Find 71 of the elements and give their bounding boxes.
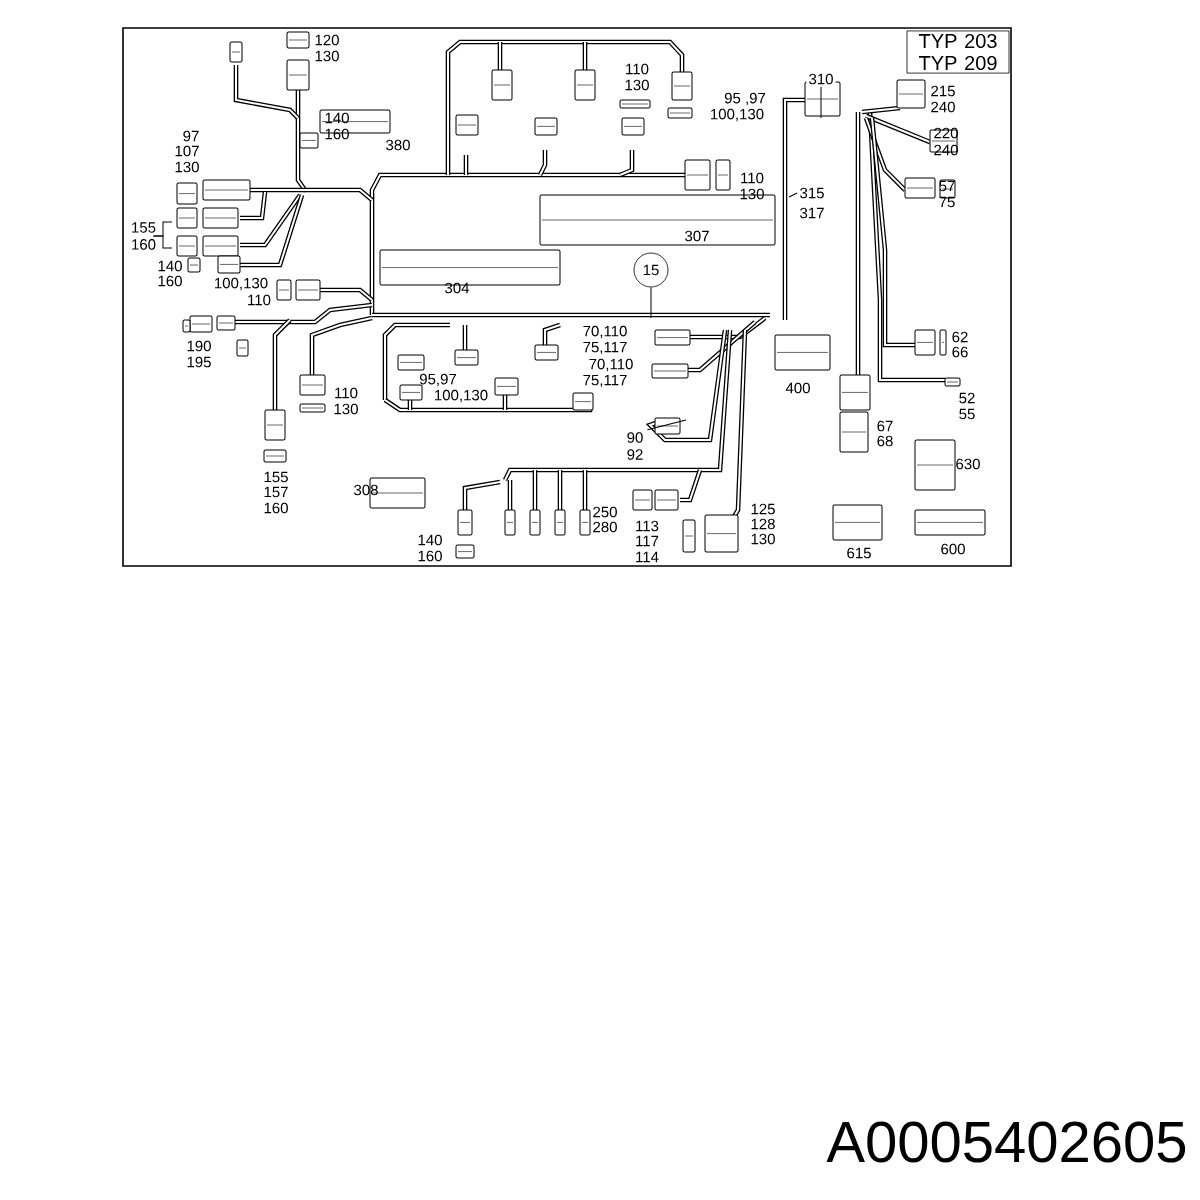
callout-number: 114 bbox=[636, 551, 659, 563]
callout-number: 67 bbox=[877, 420, 893, 432]
callout-number: 615 bbox=[847, 547, 871, 559]
callout-number: 95 ,97 bbox=[724, 92, 766, 106]
callout-number: 630 bbox=[956, 458, 980, 470]
callout-number: 95,97 bbox=[419, 373, 456, 387]
callout-number: 110 bbox=[741, 172, 764, 184]
leader-line bbox=[650, 286, 652, 319]
callout-number: 75,117 bbox=[583, 374, 627, 388]
callout-number: 107 bbox=[175, 145, 199, 157]
callout-number: 157 bbox=[264, 486, 288, 498]
callout-number: 130 bbox=[740, 188, 764, 200]
callout-number: 68 bbox=[877, 435, 893, 447]
callout-number: 220 bbox=[934, 127, 958, 139]
callout-number: 70,110 bbox=[589, 358, 633, 372]
callout-number: 130 bbox=[625, 79, 649, 91]
callout-number: 160 bbox=[264, 502, 288, 514]
callout-number: 240 bbox=[931, 101, 955, 113]
callout-number: 125 bbox=[751, 503, 775, 515]
callout-number: 140 bbox=[158, 260, 182, 272]
callout-number: 75 bbox=[939, 196, 955, 208]
callout-number: 140 bbox=[418, 534, 442, 546]
callout-number: 70,110 bbox=[583, 325, 627, 339]
callout-number: 57 bbox=[939, 180, 955, 192]
callout-number: 140 bbox=[325, 112, 349, 124]
leader-line bbox=[820, 86, 822, 119]
callout-number: 160 bbox=[325, 128, 349, 140]
leader-line bbox=[152, 235, 173, 249]
callout-number: 160 bbox=[418, 550, 442, 562]
callout-number: 308 bbox=[354, 484, 378, 496]
callout-number: 55 bbox=[959, 408, 975, 420]
callout-number: 155 160 bbox=[129, 220, 156, 252]
callout-number: 75,117 bbox=[583, 341, 627, 355]
callout-number: 130 bbox=[175, 161, 199, 173]
callout-number: 130 bbox=[334, 403, 358, 415]
callout-number: 250 bbox=[593, 506, 617, 518]
callout-number: 155 bbox=[264, 471, 288, 483]
callout-number: 310 bbox=[806, 71, 836, 87]
callout-number: 66 bbox=[952, 346, 968, 358]
callout-number: 100,130 bbox=[215, 277, 268, 291]
callout-number: 62 bbox=[952, 331, 968, 343]
callout-number: 110 bbox=[335, 387, 358, 399]
callout-number: 130 bbox=[751, 533, 775, 545]
callout-number: 195 bbox=[187, 356, 211, 368]
callout-number: 117 bbox=[636, 535, 659, 547]
callout-number: 113 bbox=[636, 520, 659, 532]
callout-number: 52 bbox=[959, 392, 975, 404]
callout-number: 100,130 bbox=[435, 389, 488, 403]
leader-line bbox=[646, 419, 687, 431]
callout-number: 100,130 bbox=[711, 108, 764, 122]
callout-number: 97 bbox=[183, 130, 199, 142]
callout-number: 120 bbox=[315, 34, 339, 46]
callout-number: 90 92 bbox=[623, 430, 647, 462]
callout-number: 380 bbox=[386, 139, 410, 151]
part-number: A0005402605 bbox=[826, 1121, 1186, 1163]
callout-number: 240 bbox=[934, 144, 958, 156]
callout-number: 307 bbox=[685, 230, 709, 242]
callout-number: 315 bbox=[797, 185, 827, 201]
callout-number: 128 bbox=[751, 518, 775, 530]
callout-number: 280 bbox=[593, 521, 617, 533]
callout-number: 317 bbox=[800, 207, 824, 219]
callout-number: 304 bbox=[445, 282, 470, 294]
callout-number: 110 bbox=[626, 63, 649, 75]
callout-number: 110 bbox=[248, 294, 271, 306]
callout-number: 190 bbox=[187, 340, 211, 352]
callout-number: 400 bbox=[785, 382, 810, 394]
callout-number: 130 bbox=[315, 50, 339, 62]
callout-number: 600 bbox=[941, 543, 965, 555]
callout-number: 160 bbox=[158, 275, 182, 287]
type-box: TYP 203 TYP 209 bbox=[906, 30, 1010, 74]
leader-line bbox=[788, 192, 798, 198]
